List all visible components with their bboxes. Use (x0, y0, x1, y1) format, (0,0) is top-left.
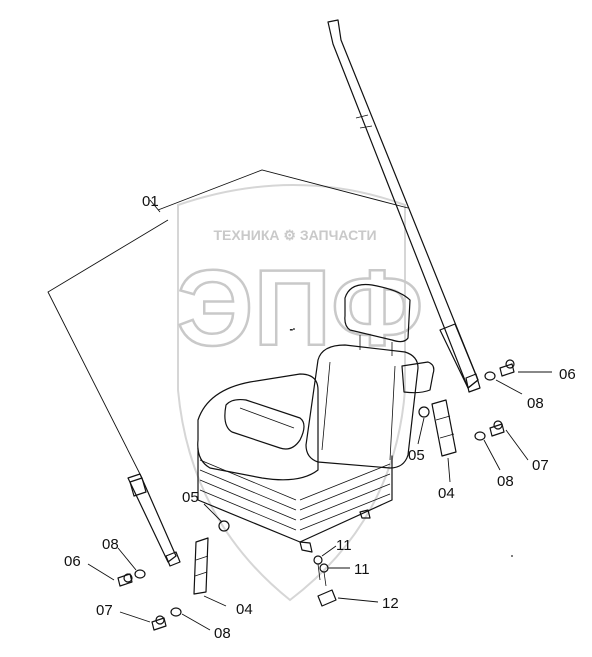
callout-05-right: 05 (408, 447, 425, 464)
callout-01: 01 (142, 193, 159, 210)
svg-text:-·: -· (290, 325, 295, 334)
callout-04-right: 04 (438, 485, 455, 502)
seat-belt-strap (327, 19, 481, 393)
callout-08-right-top: 08 (527, 395, 544, 412)
bolt-left-07 (151, 615, 167, 631)
watermark-logo-letters: ЭПФ (177, 247, 424, 368)
callout-11-top: 11 (336, 537, 352, 554)
washer-right-bottom (474, 431, 486, 441)
assembly-bracket-01 (47, 169, 409, 479)
watermark: ТЕХНИКА ⚙ ЗАПЧАСТИ ЭПФ (175, 184, 425, 602)
right-anchor-plate (431, 399, 457, 457)
washer-left-top (134, 569, 146, 579)
callout-08-left-bottom: 08 (214, 625, 231, 642)
callout-07-right: 07 (532, 457, 549, 474)
watermark-shield-outline (177, 184, 406, 602)
callout-07-left: 07 (96, 602, 113, 619)
callout-08-right-bottom: 08 (497, 473, 514, 490)
left-spacer (218, 520, 230, 532)
callout-08-left-top: 08 (102, 536, 119, 553)
watermark-brand-line: ТЕХНИКА ⚙ ЗАПЧАСТИ (213, 227, 376, 243)
callout-11-bottom: 11 (354, 561, 370, 578)
right-spacer (418, 406, 430, 418)
bolt-left-06 (117, 573, 133, 587)
leader-lines (87, 199, 552, 631)
washer-right-top (484, 371, 496, 381)
seat-assembly: -· (197, 283, 435, 553)
bolt-right-07 (489, 420, 505, 437)
stray-dot (511, 555, 513, 557)
callout-04-left: 04 (236, 601, 253, 618)
left-anchor-plate (193, 537, 209, 595)
callout-05-left: 05 (182, 489, 199, 506)
washer-left-bottom (170, 607, 182, 617)
bracket-12 (317, 589, 337, 607)
left-belt-buckle (127, 473, 181, 567)
bolts-11 (313, 555, 329, 587)
bolt-right-06 (499, 359, 515, 377)
callout-06-left: 06 (64, 553, 81, 570)
callout-06-right: 06 (559, 366, 576, 383)
callout-12: 12 (382, 595, 399, 612)
